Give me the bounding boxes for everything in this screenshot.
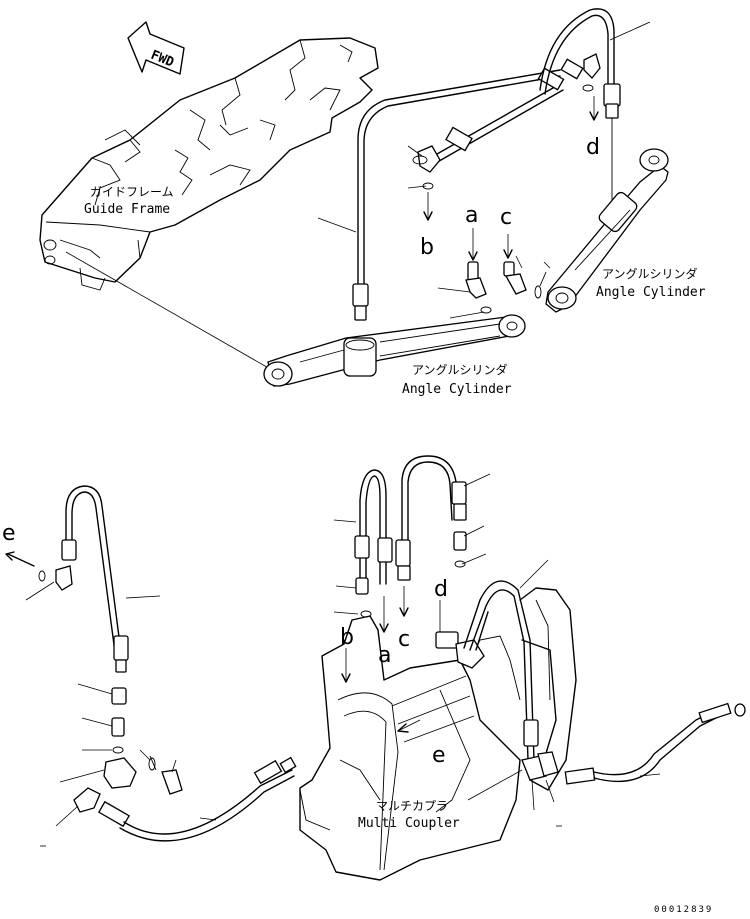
ref-letter-c-top: c — [500, 205, 512, 230]
ref-letter-a-top: a — [465, 203, 478, 228]
ref-letter-b-bottom: b — [340, 625, 354, 650]
guide-frame-label: ガイドフレーム Guide Frame — [84, 185, 174, 217]
angle-cylinder-right-drawing — [545, 148, 669, 313]
angle-cylinder-right-label-jp: アングルシリンダ — [602, 266, 698, 281]
ref-letter-a-bottom: a — [378, 643, 391, 668]
ref-letter-d-top: d — [586, 135, 600, 160]
top-ref-letters: b a c d — [420, 135, 600, 260]
ref-letter-b-top: b — [420, 235, 434, 260]
guide-frame-label-jp: ガイドフレーム — [90, 185, 174, 199]
angle-cylinder-bottom-drawing — [263, 314, 526, 387]
angle-cylinder-bottom-label: アングルシリンダ Angle Cylinder — [402, 362, 512, 397]
bottom-ref-letters: b a c d e — [340, 577, 448, 768]
top-leaders — [317, 21, 651, 319]
guide-frame-drawing — [39, 37, 379, 291]
angle-cylinder-bottom-label-jp: アングルシリンダ — [412, 362, 508, 377]
fwd-arrow: FWD — [127, 21, 185, 75]
top-hoses — [352, 8, 621, 321]
ref-letter-c-bottom: c — [398, 627, 410, 652]
lower-left-assembly — [5, 485, 297, 842]
guide-frame-label-en: Guide Frame — [84, 202, 170, 217]
multi-coupler-label-en: Multi Coupler — [358, 816, 460, 831]
ref-letter-e-bottom: e — [432, 743, 446, 768]
lower-left-leaders — [25, 581, 217, 847]
angle-cylinder-right-label-en: Angle Cylinder — [596, 285, 706, 300]
multi-coupler-label: マルチカプラ Multi Coupler — [358, 799, 460, 831]
fwd-label: FWD — [149, 48, 177, 71]
drawing-number: 00012839 — [654, 905, 713, 915]
angle-cylinder-bottom-label-en: Angle Cylinder — [402, 382, 512, 397]
bottom-hoses — [341, 455, 746, 785]
bottom-leaders — [333, 473, 661, 827]
ref-letter-e-left: e — [2, 521, 16, 546]
multi-coupler-label-jp: マルチカプラ — [376, 799, 448, 813]
guide-frame-leader — [65, 251, 273, 371]
ref-letter-d-bottom: d — [434, 577, 448, 602]
angle-cylinder-right-label: アングルシリンダ Angle Cylinder — [596, 266, 706, 300]
